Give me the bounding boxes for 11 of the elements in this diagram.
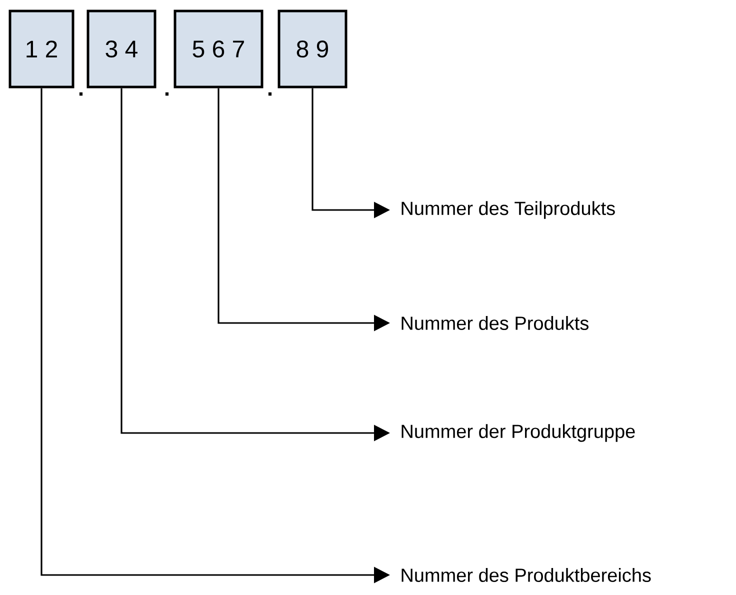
number-box: 1 2: [8, 10, 74, 88]
description-text: Nummer der Produktgruppe: [402, 424, 635, 442]
number-box: 5 6 7: [174, 10, 264, 88]
description-text: Nummer des Teilprodukts: [402, 201, 615, 219]
separator-dot: .: [165, 92, 169, 96]
description-text: Nummer des Produktbereichs: [402, 568, 651, 582]
description-text: Nummer des Produkts: [402, 316, 588, 330]
number-box: 8 9: [278, 10, 348, 88]
separator-dot: .: [79, 92, 83, 96]
separator-dot: .: [268, 92, 272, 96]
number-box: 3 4: [86, 10, 156, 88]
